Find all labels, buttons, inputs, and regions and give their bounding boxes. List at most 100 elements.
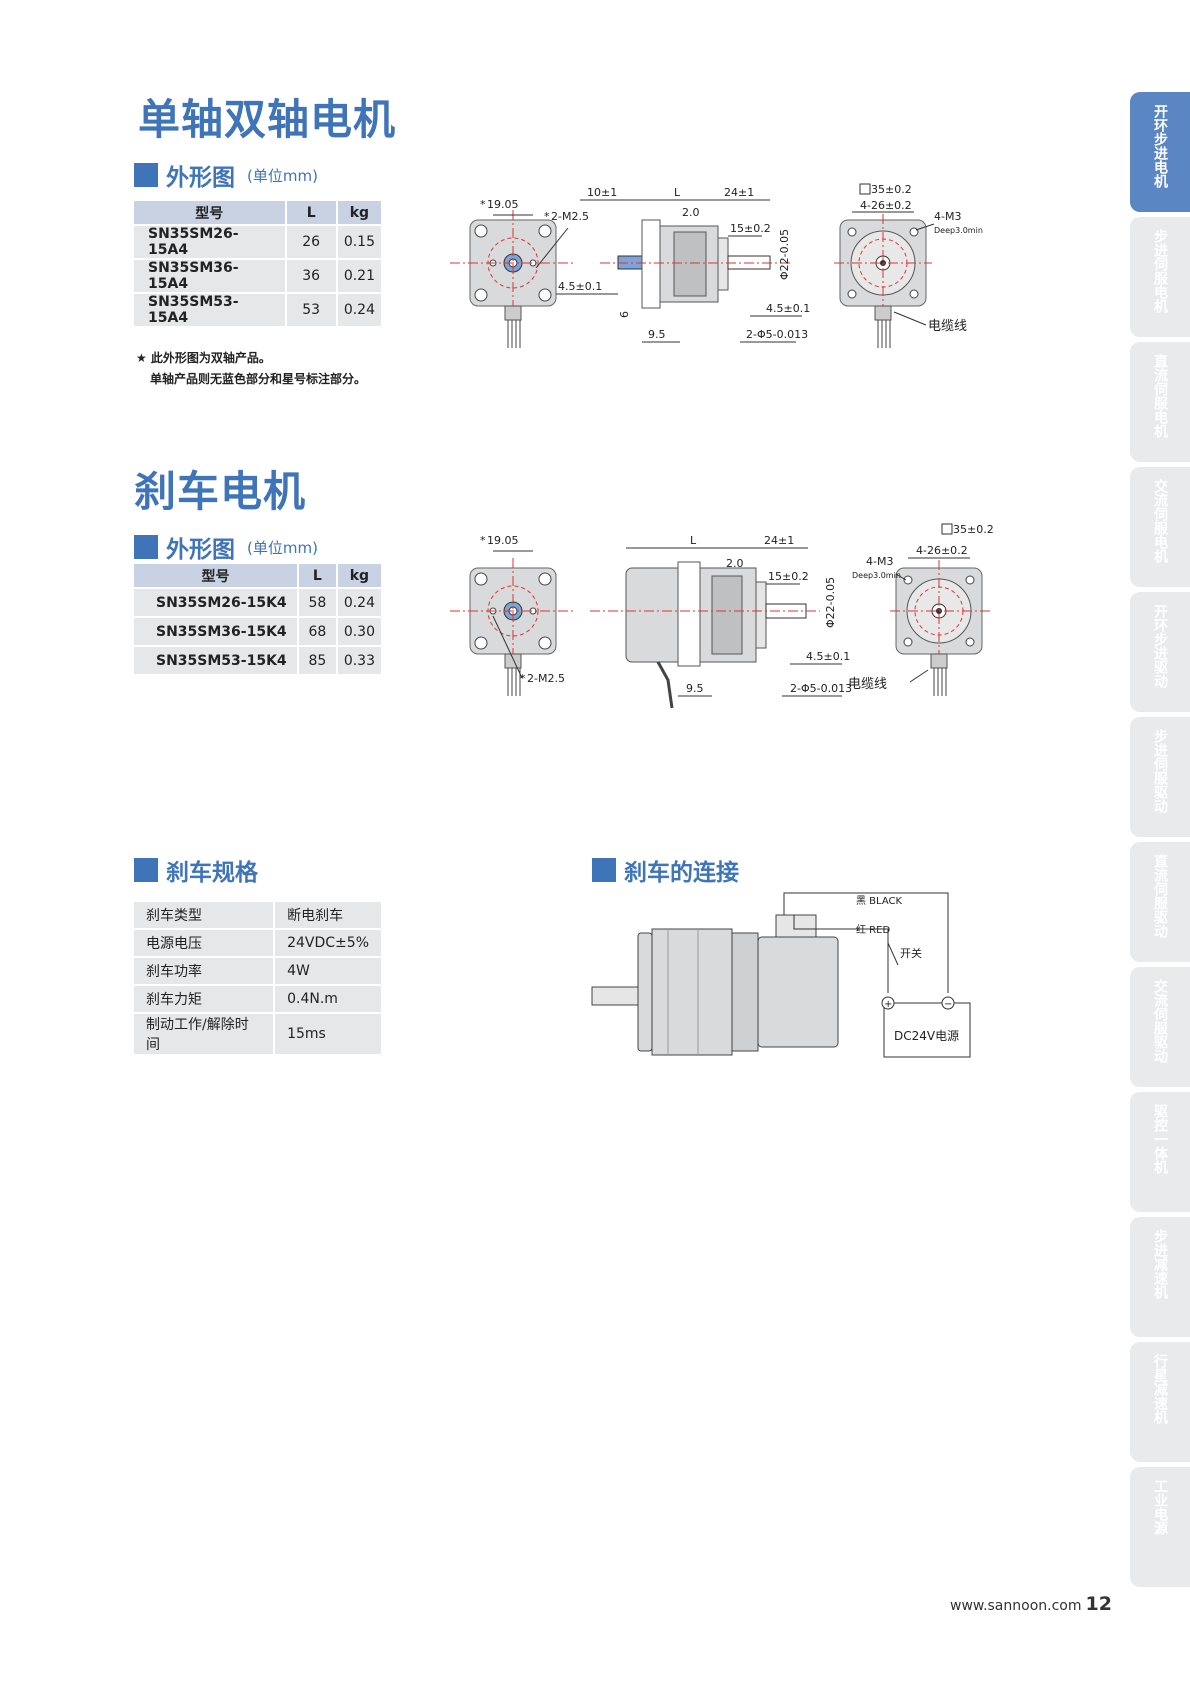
outline-title: 外形图 bbox=[166, 537, 235, 563]
length-cell: 58 bbox=[298, 589, 336, 616]
tab-planetary-reducer[interactable]: 行星减速机 bbox=[1130, 1342, 1190, 1462]
brake-front-view-drawing: * 19.05 * 2-M2.5 bbox=[450, 534, 576, 696]
tab-industrial-power[interactable]: 工业电源 bbox=[1130, 1467, 1190, 1587]
weight-cell: 0.33 bbox=[337, 647, 381, 674]
outline-unit: (单位mm) bbox=[247, 166, 318, 185]
brake-connect-title: 刹车的连接 bbox=[624, 860, 739, 886]
dim-15: 15±0.2 bbox=[768, 570, 809, 583]
dual-shaft-drawings: * 19.05 * 2-M2.5 10±1 L 24±1 2.0 15±0.2 … bbox=[450, 183, 983, 348]
table-row: SN35SM53-15K4 85 0.33 bbox=[134, 647, 381, 674]
spec-value-cell: 4W bbox=[275, 958, 381, 984]
tab-dc-servo-motor[interactable]: 直流伺服电机 bbox=[1130, 342, 1190, 462]
front-view-drawing: * 19.05 * 2-M2.5 bbox=[450, 198, 589, 348]
rear-view-drawing: 35±0.2 4-26±0.2 4-M3 Deep3.0min 电缆线 bbox=[834, 183, 983, 348]
outline-unit: (单位mm) bbox=[247, 538, 318, 557]
header-model: 型号 bbox=[134, 564, 297, 587]
dim-deep: Deep3.0min bbox=[934, 226, 983, 235]
table-row: 制动工作/解除时间 15ms bbox=[134, 1014, 381, 1054]
dim-4-5-right: 4.5±0.1 bbox=[766, 302, 810, 315]
weight-cell: 0.21 bbox=[337, 260, 381, 292]
tab-label: 步进伺服驱动 bbox=[1152, 729, 1168, 813]
dim-4-5-left: 4.5±0.1 bbox=[558, 280, 602, 293]
brake-motor-title: 刹车电机 bbox=[134, 467, 307, 516]
dim-L: L bbox=[690, 534, 697, 547]
brake-spec-title: 刹车规格 bbox=[166, 860, 258, 886]
dim-phi22: Φ22-0.05 bbox=[778, 229, 791, 280]
tab-label: 驱控一体机 bbox=[1152, 1104, 1168, 1174]
tab-open-loop-stepper-motor[interactable]: 开环步进电机 bbox=[1130, 92, 1190, 212]
spec-value-cell: 断电刹车 bbox=[275, 902, 381, 928]
tab-open-loop-stepper-driver[interactable]: 开环步进驱动 bbox=[1130, 592, 1190, 712]
wire-red-label: 红 RED bbox=[856, 923, 890, 936]
wire-black-label: 黑 BLACK bbox=[856, 895, 902, 907]
svg-text:*: * bbox=[480, 198, 486, 211]
dim-9-5: 9.5 bbox=[648, 328, 666, 341]
tab-dc-servo-driver[interactable]: 直流伺服驱动 bbox=[1130, 842, 1190, 962]
model-cell: SN35SM36-15A4 bbox=[134, 260, 285, 292]
dim-35: 35±0.2 bbox=[871, 183, 912, 196]
tab-label: 直流伺服驱动 bbox=[1152, 854, 1168, 938]
spec-value-cell: 24VDC±5% bbox=[275, 930, 381, 956]
plus-terminal: + bbox=[884, 999, 892, 1010]
brake-spec-table: 刹车类型 断电刹车 电源电压 24VDC±5% 刹车功率 4W 刹车力矩 0.4… bbox=[132, 900, 383, 1056]
tab-stepper-reducer[interactable]: 步进减速机 bbox=[1130, 1217, 1190, 1337]
tab-label: 步进伺服电机 bbox=[1152, 229, 1168, 313]
dim-m3: 4-M3 bbox=[866, 555, 893, 568]
brake-wiring-diagram: 黑 BLACK 红 RED 开关 + − DC24V电源 bbox=[591, 892, 971, 1058]
dim-9-5: 9.5 bbox=[686, 682, 704, 695]
dim-deep: Deep3.0min bbox=[852, 571, 901, 580]
note-line-2: 单轴产品则无蓝色部分和星号标注部分。 bbox=[150, 372, 367, 386]
tab-stepper-servo-driver[interactable]: 步进伺服驱动 bbox=[1130, 717, 1190, 837]
dim-35: 35±0.2 bbox=[953, 523, 994, 536]
length-cell: 26 bbox=[286, 226, 336, 258]
tab-label: 步进减速机 bbox=[1152, 1229, 1168, 1299]
power-label: DC24V电源 bbox=[894, 1029, 959, 1043]
table-row: SN35SM36-15K4 68 0.30 bbox=[134, 618, 381, 645]
dim-2-m2-5: 2-M2.5 bbox=[551, 210, 589, 223]
dim-6: 6 bbox=[618, 311, 631, 318]
table-row: SN35SM26-15A4 26 0.15 bbox=[134, 226, 381, 258]
table-row: SN35SM53-15A4 53 0.24 bbox=[134, 294, 381, 326]
length-cell: 85 bbox=[298, 647, 336, 674]
tab-label: 开环步进驱动 bbox=[1152, 604, 1168, 688]
side-view-drawing: 10±1 L 24±1 2.0 15±0.2 4.5±0.1 Φ22-0.05 … bbox=[556, 186, 810, 343]
tab-label: 工业电源 bbox=[1152, 1479, 1168, 1535]
heading-square-icon bbox=[134, 858, 158, 882]
table-header-row: 型号 L kg bbox=[134, 201, 381, 224]
model-cell: SN35SM53-15A4 bbox=[134, 294, 285, 326]
heading-square-icon bbox=[134, 535, 158, 559]
table-row: 刹车类型 断电刹车 bbox=[134, 902, 381, 928]
model-cell: SN35SM26-15K4 bbox=[134, 589, 297, 616]
outline-title: 外形图 bbox=[166, 165, 235, 191]
dual-shaft-title: 单轴双轴电机 bbox=[138, 95, 397, 144]
outline-heading-2: 外形图 (单位mm) bbox=[134, 530, 318, 564]
footer-url: www.sannoon.com bbox=[950, 1598, 1082, 1614]
dim-15: 15±0.2 bbox=[730, 222, 771, 235]
spec-name-cell: 刹车力矩 bbox=[134, 986, 274, 1012]
tab-integrated-driver-motor[interactable]: 驱控一体机 bbox=[1130, 1092, 1190, 1212]
table-row: SN35SM26-15K4 58 0.24 bbox=[134, 589, 381, 616]
tab-ac-servo-driver[interactable]: 交流伺服驱动 bbox=[1130, 967, 1190, 1087]
table-row: 电源电压 24VDC±5% bbox=[134, 930, 381, 956]
minus-terminal: − bbox=[944, 999, 952, 1010]
header-kg: kg bbox=[337, 564, 381, 587]
spec-name-cell: 刹车类型 bbox=[134, 902, 274, 928]
dual-shaft-note: ★ 此外形图为双轴产品。 单轴产品则无蓝色部分和星号标注部分。 bbox=[136, 348, 366, 390]
dim-m3: 4-M3 bbox=[934, 210, 961, 223]
dim-2-0: 2.0 bbox=[682, 206, 700, 219]
weight-cell: 0.30 bbox=[337, 618, 381, 645]
note-line-1: ★ 此外形图为双轴产品。 bbox=[136, 351, 271, 365]
dual-shaft-spec-table: 型号 L kg SN35SM26-15A4 26 0.15 SN35SM36-1… bbox=[132, 199, 383, 328]
tab-ac-servo-motor[interactable]: 交流伺服电机 bbox=[1130, 467, 1190, 587]
header-L: L bbox=[286, 201, 336, 224]
cable-label: 电缆线 bbox=[928, 318, 967, 334]
tab-stepper-servo-motor[interactable]: 步进伺服电机 bbox=[1130, 217, 1190, 337]
dim-10: 10±1 bbox=[587, 186, 617, 199]
tab-label: 直流伺服电机 bbox=[1152, 354, 1168, 438]
spec-value-cell: 0.4N.m bbox=[275, 986, 381, 1012]
dim-19-05: 19.05 bbox=[487, 198, 519, 211]
tab-label: 交流伺服电机 bbox=[1152, 479, 1168, 563]
outline-heading-1: 外形图 (单位mm) bbox=[134, 158, 318, 192]
header-model: 型号 bbox=[134, 201, 285, 224]
dim-phi5: 2-Φ5-0.013 bbox=[746, 328, 808, 341]
